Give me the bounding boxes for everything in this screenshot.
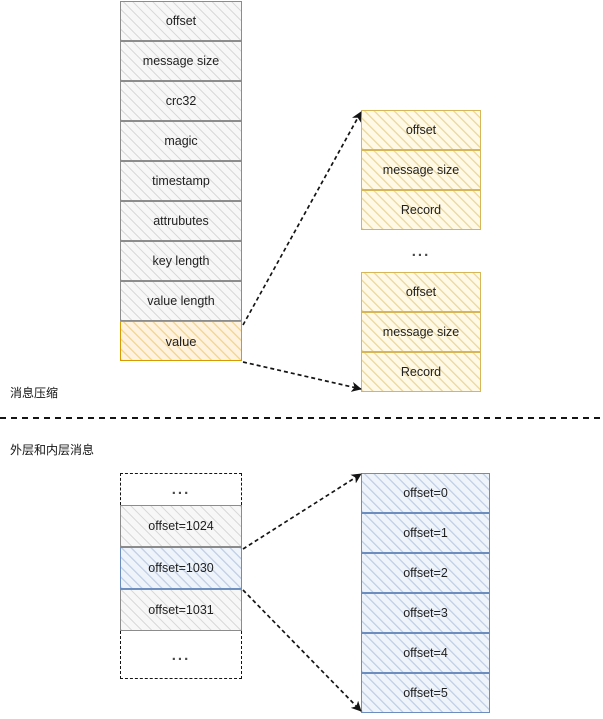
compressed-record-label: offset	[405, 284, 437, 299]
ellipsis-label: ...	[171, 480, 191, 498]
compressed-record-1-offset: offset	[361, 110, 481, 150]
compressed-record-label: Record	[400, 202, 442, 217]
outer-field-label: attrubutes	[153, 213, 209, 228]
outer-field-message-size: message size	[120, 41, 242, 81]
outer-field-label: timestamp	[152, 173, 210, 188]
outer-field-label: offset	[165, 13, 197, 28]
connector-1030-to-inner-top	[242, 473, 362, 550]
compressed-record-1-record: Record	[361, 190, 481, 230]
outer-field-label: message size	[142, 53, 220, 68]
compressed-record-1-message-size: message size	[361, 150, 481, 190]
ellipsis-label: ...	[171, 646, 191, 664]
outer-offsets-top-cap	[120, 473, 242, 505]
connector-value-to-records-top	[242, 111, 362, 326]
inner-offset-label: offset=4	[403, 645, 448, 660]
outer-offsets-bottom-cap	[120, 631, 242, 679]
inner-offset-label: offset=5	[403, 685, 448, 700]
outer-offset-1024: offset=1024	[120, 505, 242, 547]
outer-field-offset: offset	[120, 1, 242, 41]
outer-field-timestamp: timestamp	[120, 161, 242, 201]
outer-field-label: magic	[164, 133, 198, 148]
compressed-record-label: offset	[405, 122, 437, 137]
outer-field-label: value	[165, 333, 197, 349]
compressed-record-2-record: Record	[361, 352, 481, 392]
outer-field-value: value	[120, 321, 242, 361]
outer-offset-1030: offset=1030	[120, 547, 242, 589]
outer-field-label: key length	[152, 253, 210, 268]
outer-field-label: crc32	[165, 93, 197, 108]
outer-field-magic: magic	[120, 121, 242, 161]
outer-field-label: value length	[147, 293, 215, 308]
compressed-record-label: message size	[382, 162, 460, 177]
connector-value-to-records-bottom	[242, 361, 362, 392]
outer-field-value-length: value length	[120, 281, 242, 321]
compressed-record-label: Record	[400, 364, 442, 379]
compressed-record-2-message-size: message size	[361, 312, 481, 352]
outer-offset-label: offset=1030	[148, 560, 214, 575]
inner-offset-0: offset=0	[361, 473, 490, 513]
inner-offset-label: offset=2	[403, 565, 448, 580]
inner-offset-5: offset=5	[361, 673, 490, 713]
outer-offset-label: offset=1024	[148, 518, 214, 533]
section-label-compression: 消息压缩	[10, 386, 59, 400]
outer-offsets-top-ellipsis: ...	[120, 473, 242, 505]
ellipsis-label: ...	[411, 242, 431, 260]
section-label-outer-inner: 外层和内层消息	[10, 443, 95, 457]
compressed-record-label: message size	[382, 324, 460, 339]
inner-offset-2: offset=2	[361, 553, 490, 593]
inner-offset-1: offset=1	[361, 513, 490, 553]
outer-offset-label: offset=1031	[148, 602, 214, 617]
inner-offset-label: offset=1	[403, 525, 448, 540]
outer-offset-1031: offset=1031	[120, 589, 242, 631]
connector-1030-to-inner-bottom	[242, 589, 362, 712]
inner-offset-label: offset=0	[403, 485, 448, 500]
outer-offsets-bottom-ellipsis: ...	[120, 631, 242, 679]
outer-field-crc32: crc32	[120, 81, 242, 121]
outer-field-attributes: attrubutes	[120, 201, 242, 241]
inner-offset-4: offset=4	[361, 633, 490, 673]
outer-field-key-length: key length	[120, 241, 242, 281]
compressed-records-separator: ...	[361, 230, 481, 272]
inner-offset-label: offset=3	[403, 605, 448, 620]
compressed-record-2-offset: offset	[361, 272, 481, 312]
inner-offset-3: offset=3	[361, 593, 490, 633]
